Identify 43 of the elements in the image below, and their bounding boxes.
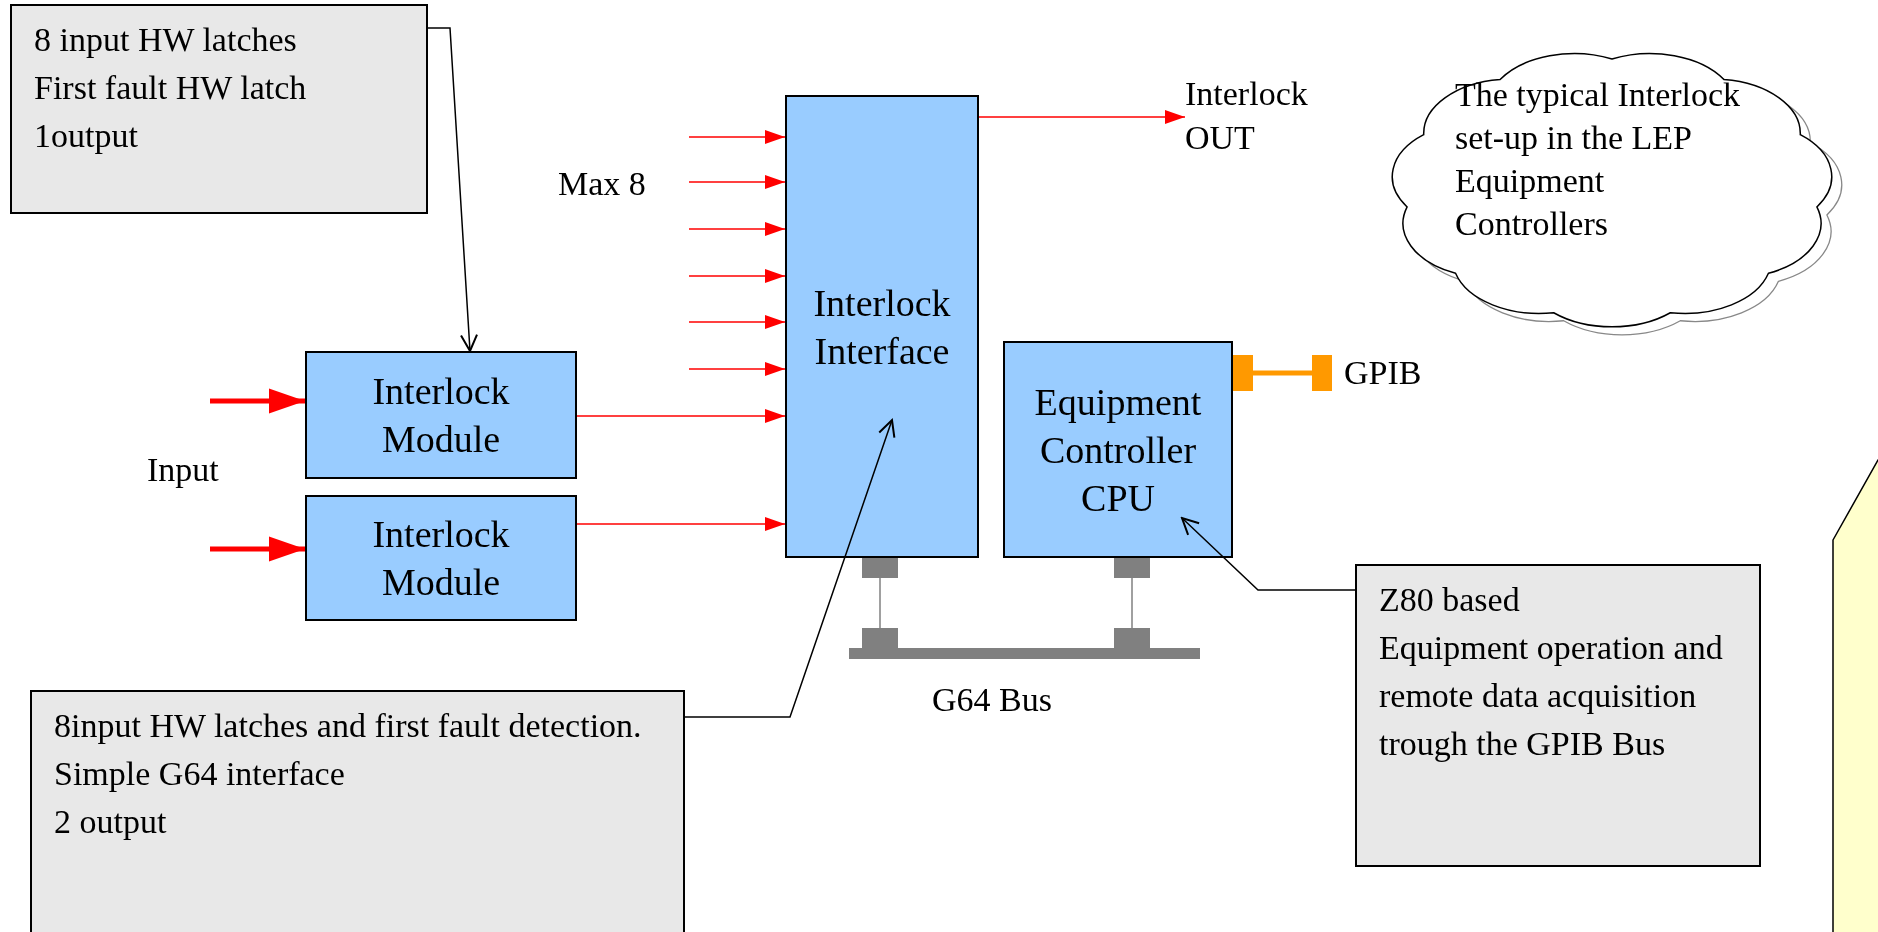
callout-text: 1output	[34, 116, 139, 156]
note-shape	[1832, 460, 1878, 932]
box-label: Interlock Module	[371, 369, 511, 462]
label-text: Max 8	[558, 164, 646, 204]
callout-text: Equipment operation and remote data acquisition trough the GPIB Bus	[1379, 628, 1724, 764]
callout-text: Z80 based	[1379, 580, 1521, 620]
arrow	[688, 175, 786, 189]
process-box	[785, 95, 979, 558]
box-label: Interlock Interface	[812, 280, 952, 374]
arrow	[688, 362, 786, 376]
callout-box	[30, 690, 685, 932]
label-text: GPIB	[1344, 353, 1423, 393]
arrow	[210, 388, 305, 414]
process-box	[305, 495, 577, 621]
arrow	[576, 409, 786, 423]
arrow	[688, 130, 786, 144]
callout-text: The typical Interlock set-up in the LEP Equipment Controllers	[1455, 75, 1742, 244]
leader-line	[684, 419, 896, 718]
callout-box	[1355, 564, 1761, 867]
label-text: Input	[147, 450, 219, 490]
arrow	[688, 315, 786, 329]
bus-label: G64 Bus	[932, 680, 1052, 720]
callout-text: 8 input HW latches	[34, 20, 298, 60]
arrow	[688, 222, 786, 236]
arrow	[210, 536, 305, 562]
box-label: Interlock Module	[371, 512, 511, 605]
callout-text: Simple G64 interface	[54, 754, 346, 794]
connector-line	[1114, 557, 1150, 649]
arrow	[576, 517, 786, 531]
connector-line	[1233, 355, 1332, 391]
label-text: Interlock OUT	[1185, 74, 1309, 158]
process-box	[305, 351, 577, 479]
callout-box	[10, 4, 428, 214]
process-box	[1003, 341, 1233, 558]
leader-line	[427, 27, 478, 352]
callout-text: First fault HW latch	[34, 68, 308, 108]
box-label: Equipment Controller CPU	[1033, 379, 1203, 521]
arrow	[688, 269, 786, 283]
callout-text: 2 output	[54, 802, 168, 842]
leader-line	[1181, 517, 1356, 591]
connector-line	[862, 557, 898, 649]
callout-text: 8input HW latches and first fault detection.	[54, 706, 643, 746]
arrow	[978, 110, 1186, 124]
